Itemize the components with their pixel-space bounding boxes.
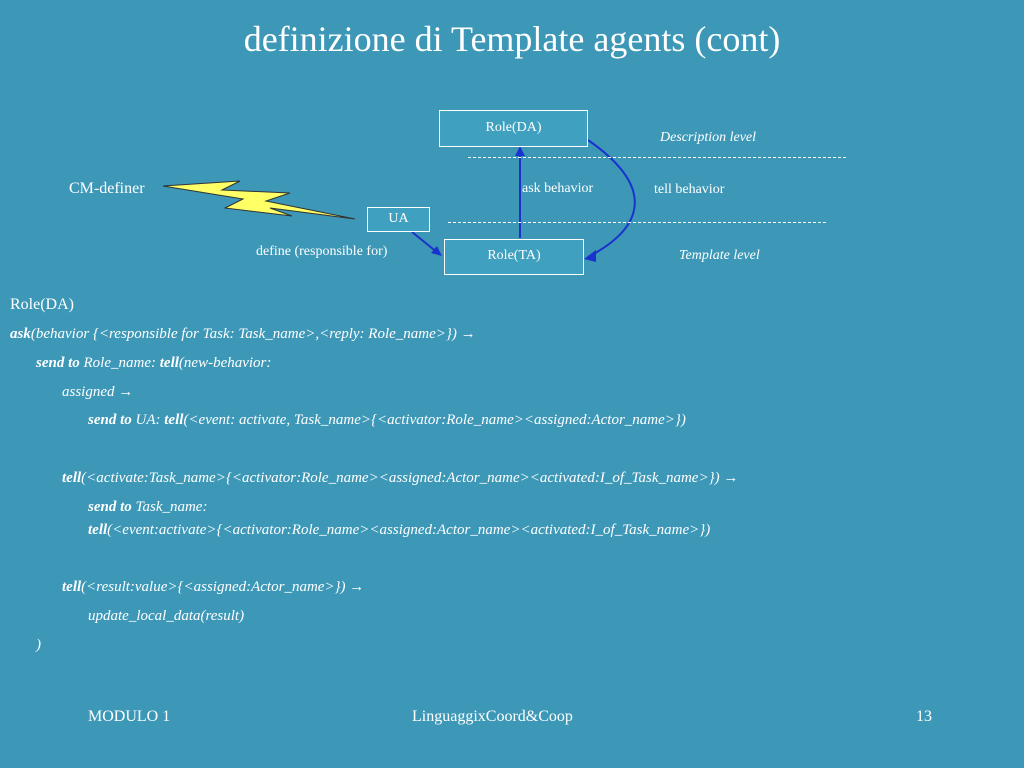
template-level-label: Template level (679, 248, 760, 263)
ask-keyword: ask (10, 326, 31, 342)
ask-behavior-label: ask behavior (522, 181, 594, 196)
template-level-divider (448, 222, 826, 223)
tell-keyword: tell (62, 579, 82, 595)
role-ta-label: Role(TA) (487, 248, 541, 263)
activate-args: (<activate:Task_name>{<activator:Role_na… (81, 470, 739, 486)
result-args: (<result:value>{<assigned:Actor_name>}) … (81, 579, 365, 595)
role-ta-box: Role(TA) (444, 239, 584, 275)
code-line-3: send to Role_name: tell(new-behavior: (36, 355, 271, 372)
code-line-7: send to Task_name: (88, 499, 207, 516)
tell-keyword: tell (62, 470, 82, 486)
slide-title: definizione di Template agents (cont) (243, 19, 781, 59)
send-to-keyword: send to (36, 355, 80, 371)
ua-target: UA: (131, 412, 165, 428)
description-level-label: Description level (660, 130, 757, 145)
code-line-10: update_local_data(result) (88, 608, 245, 624)
code-line-2: ask(behavior {<responsible for Task: Tas… (10, 326, 476, 343)
code-line-9: tell(<result:value>{<assigned:Actor_name… (62, 579, 364, 596)
footer-left: MODULO 1 (88, 708, 171, 725)
role-da-label: Role(DA) (485, 120, 542, 135)
role-da-box: Role(DA) (439, 110, 588, 147)
event-activate-text: (<event: activate, Task_name>{<activator… (183, 412, 686, 428)
define-label: define (responsible for) (256, 244, 388, 259)
footer-center: LinguaggixCoord&Coop (412, 708, 573, 725)
define-arrow (411, 231, 439, 254)
send-to-keyword: send to (88, 412, 132, 428)
ua-label: UA (388, 211, 409, 226)
tell-keyword: tell (88, 522, 108, 538)
lightning-bolt-shape (162, 180, 356, 220)
task-name-target: Task_name: (131, 499, 208, 515)
ask-args: (behavior {<responsible for Task: Task_n… (30, 326, 476, 342)
role-name-target: Role_name: (79, 355, 160, 371)
cm-definer-label: CM-definer (69, 180, 145, 197)
code-line-11: ) (36, 637, 41, 653)
tell-behavior-label: tell behavior (654, 182, 725, 197)
code-line-4: assigned → (62, 384, 134, 400)
tell-keyword: tell (159, 355, 179, 371)
code-line-1: Role(DA) (10, 296, 74, 313)
code-line-6: tell(<activate:Task_name>{<activator:Rol… (62, 470, 738, 487)
code-line-8: tell(<event:activate>{<activator:Role_na… (88, 522, 710, 539)
code-line-5: send to UA: tell(<event: activate, Task_… (88, 412, 686, 429)
new-behavior-text: (new-behavior: (178, 355, 272, 371)
tell-keyword: tell (164, 412, 184, 428)
description-level-divider (468, 157, 846, 158)
page-number: 13 (916, 708, 932, 725)
send-to-keyword: send to (88, 499, 132, 515)
ua-box: UA (367, 207, 430, 232)
event-activate-args: (<event:activate>{<activator:Role_name><… (107, 522, 711, 538)
